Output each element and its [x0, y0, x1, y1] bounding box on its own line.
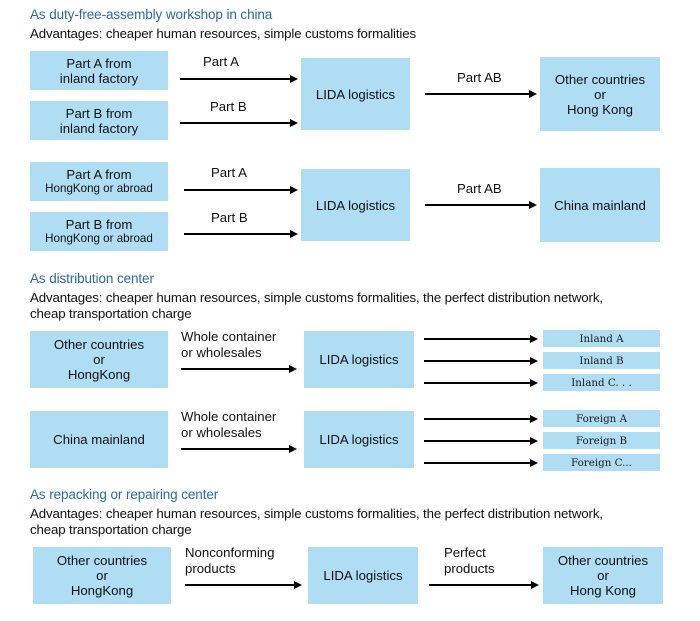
arrow-label-part-b-2: Part B: [211, 210, 248, 225]
arrow-hub-to-inland-c: [424, 378, 538, 387]
box-other-countries-hong-kong-1: Other countries or Hong Kong: [540, 57, 660, 131]
box-line: HongKong: [70, 583, 134, 598]
arrow-label-perfect-products-2: products: [444, 561, 495, 576]
arrow-label-part-b: Part B: [210, 99, 247, 114]
box-line: LIDA logistics: [319, 352, 399, 367]
arrow-label-perfect-products-1: Perfect: [444, 545, 486, 560]
section-title-duty-free-assembly: As duty-free-assembly workshop in china: [30, 7, 273, 22]
box-part-b-hongkong-abroad: Part B from HongKong or abroad: [30, 212, 168, 251]
section-advantages-distribution-line2: cheap transportation charge: [30, 306, 192, 321]
arrow-nonconforming-to-hub: [185, 580, 302, 589]
box-line: Hong Kong: [567, 101, 633, 117]
box-line: or: [93, 352, 105, 367]
box-line: or: [597, 568, 609, 583]
section-advantages-repacking-line1: Advantages: cheaper human resources, sim…: [30, 506, 603, 521]
box-line: China mainland: [53, 432, 145, 447]
arrow-label-whole-container-1a: Whole container: [181, 329, 277, 344]
arrow-label-whole-container-2b: or wholesales: [181, 425, 262, 440]
arrow-part-ab-to-destination: [425, 89, 537, 98]
box-lida-logistics-1: LIDA logistics: [301, 58, 410, 130]
arrow-label-part-a: Part A: [203, 54, 239, 69]
box-inland-a: Inland A: [543, 330, 660, 347]
arrow-label-part-ab: Part AB: [457, 70, 502, 85]
section-advantages-duty-free-assembly: Advantages: cheaper human resources, sim…: [30, 26, 416, 41]
box-line: LIDA logistics: [315, 86, 396, 102]
arrow-label-whole-container-2a: Whole container: [181, 409, 277, 424]
box-lida-logistics-5: LIDA logistics: [308, 547, 418, 604]
box-foreign-c: Foreign C...: [543, 454, 660, 471]
arrow-label-part-ab-2: Part AB: [457, 181, 502, 196]
arrow-perfect-to-destination: [429, 580, 539, 589]
arrow-source-to-hub-3: [181, 364, 297, 373]
box-inland-c: Inland C. . .: [543, 374, 660, 391]
section-title-repacking-repairing: As repacking or repairing center: [30, 487, 219, 502]
box-line: Other countries: [53, 337, 145, 352]
arrow-source-to-hub-4: [181, 444, 297, 453]
section-title-distribution-center: As distribution center: [30, 271, 154, 286]
arrow-label-whole-container-1b: or wholesales: [181, 345, 262, 360]
box-lida-logistics-2: LIDA logistics: [301, 169, 410, 241]
arrow-hub-to-foreign-b: [424, 436, 538, 445]
box-china-mainland-2: China mainland: [30, 411, 168, 468]
box-line: inland factory: [59, 120, 139, 136]
box-line: Hong Kong: [570, 583, 636, 598]
box-lida-logistics-4: LIDA logistics: [304, 411, 414, 468]
box-foreign-b: Foreign B: [543, 432, 660, 449]
box-lida-logistics-3: LIDA logistics: [304, 331, 414, 388]
box-foreign-a: Foreign A: [543, 410, 660, 427]
arrow-part-a-to-hub: [180, 74, 298, 83]
box-line: Part A from: [66, 55, 132, 71]
box-part-b-inland-factory: Part B from inland factory: [30, 101, 168, 140]
box-part-a-hongkong-abroad: Part A from HongKong or abroad: [30, 162, 168, 201]
box-line: Part B from: [65, 217, 133, 232]
box-line: or: [594, 86, 606, 102]
box-part-a-inland-factory: Part A from inland factory: [30, 51, 168, 90]
arrow-part-ab-to-china-mainland: [425, 200, 537, 209]
box-line: LIDA logistics: [323, 568, 403, 583]
arrow-hub-to-inland-a: [424, 334, 538, 343]
box-line: LIDA logistics: [315, 197, 396, 213]
arrow-label-nonconforming-products-2: products: [185, 561, 236, 576]
box-line: HongKong or abroad: [45, 182, 153, 195]
box-line: LIDA logistics: [319, 432, 399, 447]
box-other-countries-hongkong-2: Other countries or HongKong: [30, 331, 168, 388]
box-line: or: [96, 568, 108, 583]
arrow-hub-to-foreign-a: [424, 414, 538, 423]
section-advantages-distribution-line1: Advantages: cheaper human resources, sim…: [30, 290, 603, 305]
box-line: China mainland: [554, 197, 646, 213]
arrow-part-b-to-hub: [180, 118, 298, 127]
box-line: HongKong: [67, 367, 131, 382]
box-other-countries-hong-kong-2: Other countries or Hong Kong: [543, 547, 663, 604]
box-line: inland factory: [59, 70, 139, 86]
arrow-label-nonconforming-products-1: Nonconforming: [185, 545, 275, 560]
box-line: Other countries: [554, 71, 646, 87]
box-line: Other countries: [56, 553, 148, 568]
arrow-hub-to-foreign-c: [424, 458, 538, 467]
section-advantages-repacking-line2: cheap transportation charge: [30, 522, 192, 537]
box-other-countries-hongkong-3: Other countries or HongKong: [33, 547, 171, 604]
box-line: Part A from: [66, 167, 132, 182]
arrow-hub-to-inland-b: [424, 356, 538, 365]
box-line: Other countries: [557, 553, 649, 568]
box-china-mainland-1: China mainland: [540, 168, 660, 242]
box-inland-b: Inland B: [543, 352, 660, 369]
box-line: HongKong or abroad: [45, 232, 153, 245]
arrow-part-b-to-hub-2: [184, 229, 298, 238]
arrow-part-a-to-hub-2: [184, 185, 298, 194]
box-line: Part B from: [65, 105, 133, 121]
arrow-label-part-a-2: Part A: [211, 165, 247, 180]
